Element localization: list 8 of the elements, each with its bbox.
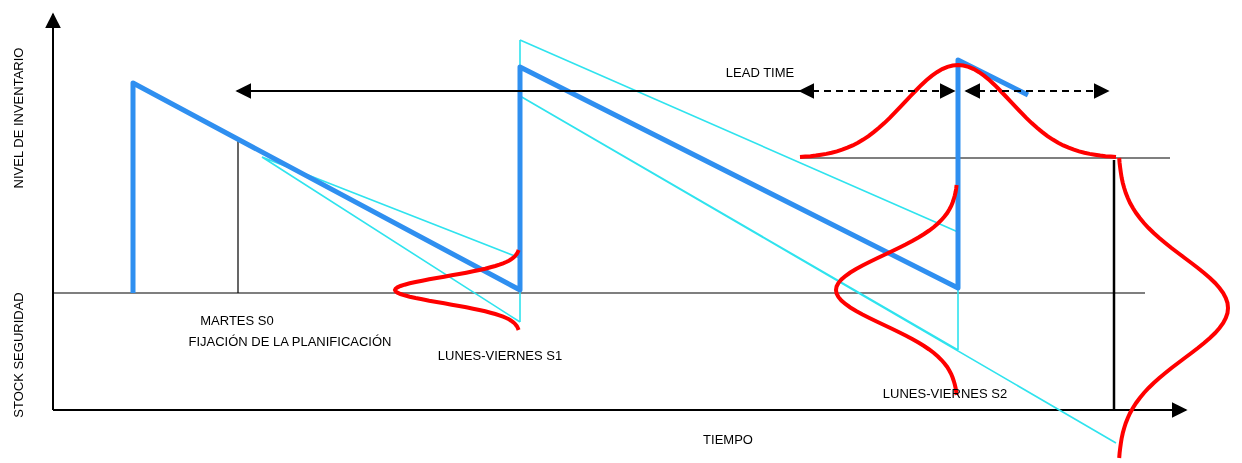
axis-label: NIVEL DE INVENTARIO bbox=[10, 47, 26, 189]
annotation-text: LEAD TIME bbox=[725, 64, 795, 80]
annotation-text: LUNES-VIERNES S2 bbox=[882, 385, 1008, 401]
annotation-text: TIEMPO bbox=[703, 431, 753, 447]
annotation-text: LUNES-VIERNES S1 bbox=[437, 347, 563, 363]
annotation-text: FIJACIÓN DE LA PLANIFICACIÓN bbox=[188, 333, 392, 349]
axis-label: STOCK SEGURIDAD bbox=[10, 292, 26, 418]
annotation-text: MARTES S0 bbox=[200, 312, 274, 328]
